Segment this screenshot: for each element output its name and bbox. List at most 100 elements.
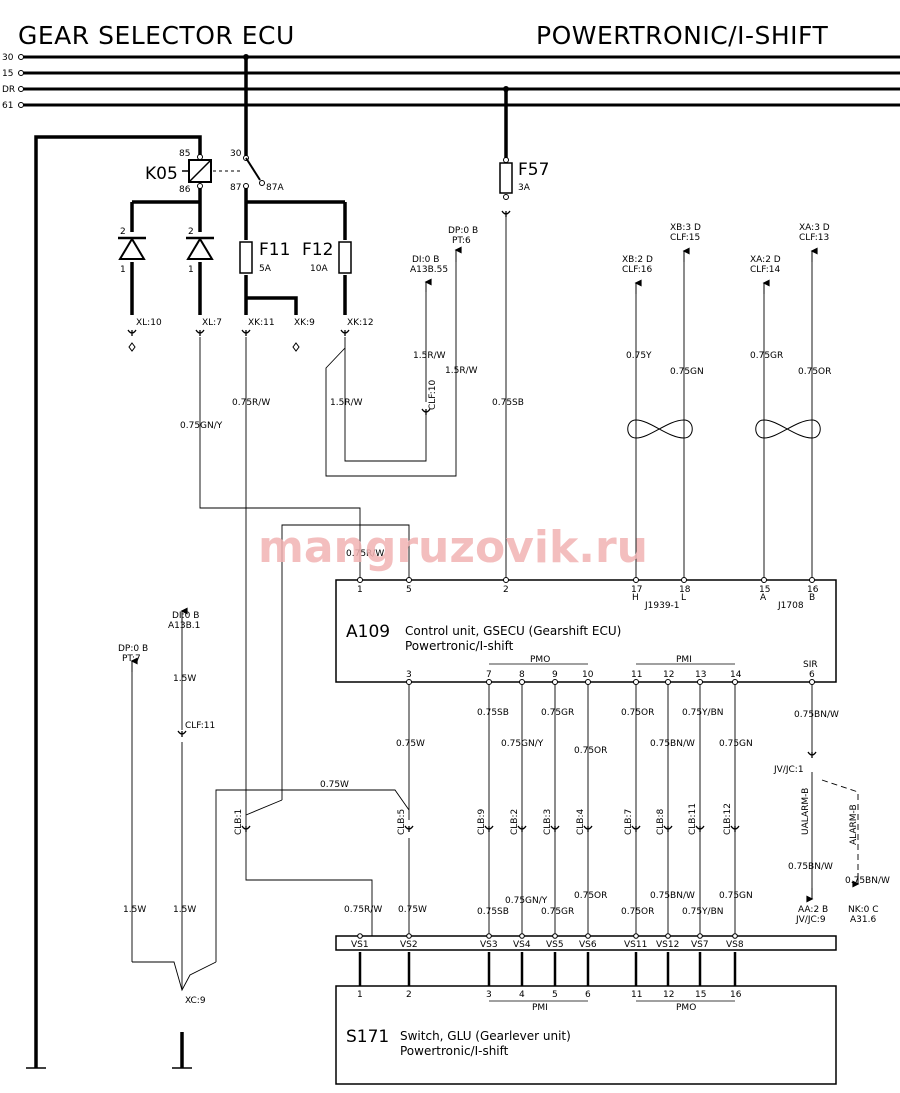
ref-di0b-2: DI:0 B — [172, 611, 199, 621]
ref-pt6: PT:6 — [452, 236, 471, 246]
ref-a316: A31.6 — [850, 915, 876, 925]
wire-label: 0.75BN/W — [794, 710, 839, 720]
s171-sub: Powertronic/I-shift — [400, 1044, 509, 1058]
a109-pin-a: A — [760, 593, 767, 603]
a109-pin-8: 8 — [519, 670, 525, 680]
wire-label: 0.75GR — [750, 351, 783, 361]
ref-xa3d: XA:3 D — [799, 223, 830, 233]
a109-pin-14: 14 — [730, 670, 742, 680]
conn-clb9: CLB:9 — [477, 808, 487, 835]
diagram-title: GEAR SELECTOR ECU — [18, 21, 295, 50]
strip-vs11: VS11 — [624, 940, 647, 950]
fuse-f11-rating: 5A — [259, 264, 272, 274]
conn-xc9: XC:9 — [185, 996, 206, 1006]
wire-label: 0.75BN/W — [650, 891, 695, 901]
wire-label: 0.75BN/W — [650, 739, 695, 749]
wire-label: 1.5W — [123, 905, 146, 915]
label-ualarm: UALARM-B — [801, 788, 811, 835]
wire-label: 0.75OR — [621, 708, 654, 718]
wire-label: 0.75R/W — [232, 398, 270, 408]
wire-label: 0.75W — [398, 905, 427, 915]
conn-xk9: XK:9 — [294, 318, 315, 328]
a109-pin-3: 3 — [406, 670, 412, 680]
wire-label: 0.75SB — [492, 398, 524, 408]
fuse-f12-rating: 10A — [310, 264, 328, 274]
diode-1 — [118, 236, 146, 260]
wire-label: 0.75GN — [719, 739, 753, 749]
s171-pin-1: 1 — [357, 990, 363, 1000]
fuse-f11-id: F11 — [259, 240, 290, 260]
ref-jvjc9: JV/JC:9 — [795, 915, 826, 925]
wire-label: 0.75GN/Y — [501, 739, 544, 749]
wire-label: 1.5R/W — [330, 398, 363, 408]
conn-clb11: CLB:11 — [688, 803, 698, 835]
s171-pin-11: 11 — [631, 990, 642, 1000]
a109-pin-5: 5 — [406, 585, 412, 595]
wire-label: 0.75Y — [626, 351, 652, 361]
s171-pin-2: 2 — [406, 990, 412, 1000]
a109-pin-13: 13 — [695, 670, 706, 680]
conn-clf10: CLF:10 — [428, 379, 438, 410]
a109-pin-9: 9 — [552, 670, 558, 680]
relay-pin-30: 30 — [230, 149, 242, 159]
wire-label: 0.75R/W — [346, 549, 384, 559]
conn-clb3: CLB:3 — [543, 809, 553, 835]
rail-label-30: 30 — [2, 53, 14, 63]
diode-2 — [186, 236, 214, 260]
a109-pin-l: L — [681, 593, 686, 603]
ref-xa2d: XA:2 D — [750, 255, 781, 265]
s171-pin-12: 12 — [663, 990, 674, 1000]
a109-sub: Powertronic/I-shift — [405, 639, 514, 653]
power-rails — [22, 55, 900, 107]
diode2-pin-bot: 1 — [188, 265, 194, 275]
wire-label: 1.5W — [173, 905, 196, 915]
fuse-f11 — [239, 241, 253, 274]
conn-jvjc1: JV/JC:1 — [773, 765, 804, 775]
ref-nk0c: NK:0 C — [848, 905, 879, 915]
watermark: mangruzovik.ru — [258, 522, 648, 573]
wire-label: 0.75Y/BN — [682, 708, 723, 718]
a109-pin-1: 1 — [357, 585, 363, 595]
fuse-f12-id: F12 — [302, 240, 333, 260]
conn-clb12: CLB:12 — [723, 803, 733, 835]
strip-vs3: VS3 — [480, 940, 498, 950]
strip-vs5: VS5 — [546, 940, 564, 950]
diode1-pin-top: 2 — [120, 227, 126, 237]
a109-pin-15: 15 — [759, 585, 770, 595]
s171-name: Switch, GLU (Gearlever unit) — [400, 1029, 571, 1043]
rail-label-dr: DR — [2, 85, 15, 95]
relay-k05 — [182, 154, 265, 189]
s171-pin-15: 15 — [695, 990, 706, 1000]
a109-pin-6: 6 — [809, 670, 815, 680]
reference-arrows — [130, 246, 860, 903]
a109-pin-7: 7 — [486, 670, 492, 680]
ref-xb3d: XB:3 D — [670, 223, 701, 233]
group-pmo-s171: PMO — [676, 1003, 696, 1013]
s171-id: S171 — [346, 1027, 389, 1047]
twisted-pair-j1708 — [755, 419, 821, 439]
wire-label: 0.75GR — [541, 708, 574, 718]
a109-pin-18: 18 — [679, 585, 691, 595]
group-sir-a109: SIR — [803, 660, 818, 670]
a109-pin-2: 2 — [503, 585, 509, 595]
conn-clb4: CLB:4 — [576, 808, 586, 835]
a109-pin-b: B — [809, 593, 815, 603]
conn-xk12: XK:12 — [347, 318, 374, 328]
ref-a13b1: A13B.1 — [168, 621, 200, 631]
s171-box — [335, 985, 837, 1085]
ref-clf16: CLF:16 — [622, 265, 653, 275]
fuse-f57-rating: 3A — [518, 183, 531, 193]
relay-id: K05 — [145, 164, 178, 184]
a109-pin-h: H — [632, 593, 639, 603]
wire-label: 0.75SB — [477, 907, 509, 917]
s171-pin-3: 3 — [486, 990, 492, 1000]
wire-label: 0.75GN/Y — [505, 896, 548, 906]
fuse-f57-id: F57 — [518, 160, 549, 180]
s171-pin-16: 16 — [730, 990, 742, 1000]
diode2-pin-top: 2 — [188, 227, 194, 237]
strip-vs8: VS8 — [726, 940, 744, 950]
wire-label: 0.75OR — [798, 367, 831, 377]
label-alarm: ALARM-B — [849, 804, 859, 845]
a109-name: Control unit, GSECU (Gearshift ECU) — [405, 624, 621, 638]
